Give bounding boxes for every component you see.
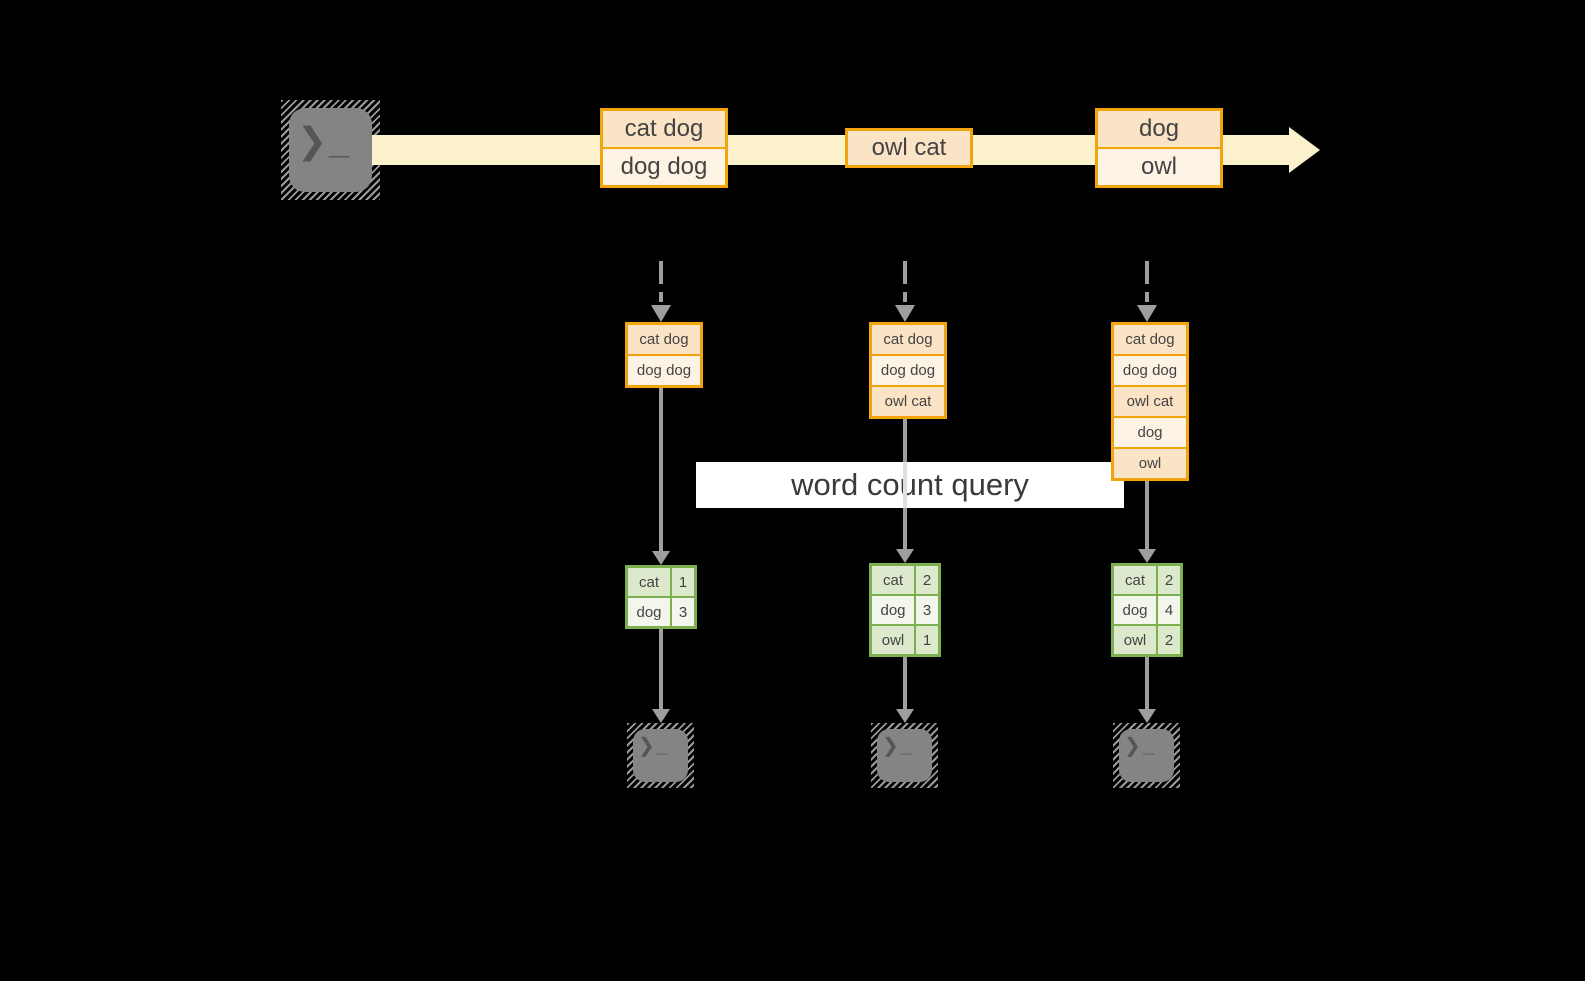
count-row: owl 1	[872, 626, 938, 654]
count-row: cat 2	[1114, 566, 1180, 594]
count-row: dog 3	[872, 596, 938, 624]
count-row: owl 2	[1114, 626, 1180, 654]
terminal-sink-icon-1: ❯_	[627, 723, 694, 788]
count-row: cat 2	[872, 566, 938, 594]
down-arrowhead-icon	[895, 305, 915, 322]
count-table-1: cat 1 dog 3	[625, 565, 697, 629]
count-value: 1	[916, 626, 938, 654]
count-value: 3	[672, 598, 694, 626]
count-table-3: cat 2 dog 4 owl 2	[1111, 563, 1183, 657]
state-box-2: cat dog dog dog owl cat	[869, 322, 947, 419]
down-arrowhead-icon	[1138, 709, 1156, 723]
terminal-sink-icon-2: ❯_	[871, 723, 938, 788]
stream-event-box-3: dog owl	[1095, 108, 1223, 188]
count-word: dog	[1114, 596, 1156, 624]
arrow-line-through-band	[903, 462, 907, 508]
stream-arrow-head-icon	[1289, 127, 1320, 173]
terminal-body	[877, 729, 932, 782]
count-value: 2	[1158, 626, 1180, 654]
count-value: 1	[672, 568, 694, 596]
down-arrowhead-icon	[1137, 305, 1157, 322]
event-line: dog dog	[603, 149, 725, 185]
stream-event-box-1: cat dog dog dog	[600, 108, 728, 188]
state-line: cat dog	[628, 325, 700, 354]
terminal-prompt-icon: ❯_	[1124, 735, 1156, 757]
state-box-1: cat dog dog dog	[625, 322, 703, 388]
state-line: owl cat	[872, 387, 944, 416]
dashed-arrow-segment	[903, 261, 907, 284]
count-row: cat 1	[628, 568, 694, 596]
state-line: owl cat	[1114, 387, 1186, 416]
arrow-line	[903, 657, 907, 709]
terminal-body	[1119, 729, 1174, 782]
dashed-arrow-segment	[659, 261, 663, 284]
event-line: owl	[1098, 149, 1220, 185]
count-value: 2	[1158, 566, 1180, 594]
count-word: cat	[628, 568, 670, 596]
terminal-prompt-icon: ❯_	[882, 735, 914, 757]
terminal-sink-icon-3: ❯_	[1113, 723, 1180, 788]
state-line: dog dog	[1114, 356, 1186, 385]
count-value: 3	[916, 596, 938, 624]
event-line: dog	[1098, 111, 1220, 147]
terminal-source-icon: ❯_	[281, 100, 380, 200]
dashed-arrow-segment	[659, 292, 663, 302]
count-value: 4	[1158, 596, 1180, 624]
arrow-line	[1145, 657, 1149, 709]
arrow-line	[659, 629, 663, 709]
state-line: cat dog	[872, 325, 944, 354]
state-box-3: cat dog dog dog owl cat dog owl	[1111, 322, 1189, 481]
count-word: cat	[872, 566, 914, 594]
count-word: dog	[628, 598, 670, 626]
terminal-body	[289, 108, 372, 192]
down-arrowhead-icon	[652, 709, 670, 723]
count-word: cat	[1114, 566, 1156, 594]
down-arrowhead-icon	[896, 549, 914, 563]
terminal-prompt-icon: ❯_	[638, 735, 670, 757]
down-arrowhead-icon	[652, 551, 670, 565]
event-line: cat dog	[603, 111, 725, 147]
state-line: owl	[1114, 449, 1186, 478]
down-arrowhead-icon	[1138, 549, 1156, 563]
event-line: owl cat	[848, 131, 970, 165]
query-label: word count query	[791, 467, 1029, 502]
count-row: dog 3	[628, 598, 694, 626]
terminal-prompt-icon: ❯_	[297, 120, 352, 161]
arrow-line	[659, 388, 663, 551]
arrow-line	[1145, 481, 1149, 549]
down-arrowhead-icon	[651, 305, 671, 322]
state-line: dog	[1114, 418, 1186, 447]
count-value: 2	[916, 566, 938, 594]
state-line: dog dog	[872, 356, 944, 385]
count-word: owl	[872, 626, 914, 654]
dashed-arrow-segment	[903, 292, 907, 302]
state-line: cat dog	[1114, 325, 1186, 354]
stream-event-box-2: owl cat	[845, 128, 973, 168]
terminal-body	[633, 729, 688, 782]
query-label-band: word count query	[696, 462, 1124, 508]
state-line: dog dog	[628, 356, 700, 385]
count-row: dog 4	[1114, 596, 1180, 624]
dashed-arrow-segment	[1145, 261, 1149, 284]
count-word: dog	[872, 596, 914, 624]
dashed-arrow-segment	[1145, 292, 1149, 302]
count-word: owl	[1114, 626, 1156, 654]
count-table-2: cat 2 dog 3 owl 1	[869, 563, 941, 657]
down-arrowhead-icon	[896, 709, 914, 723]
